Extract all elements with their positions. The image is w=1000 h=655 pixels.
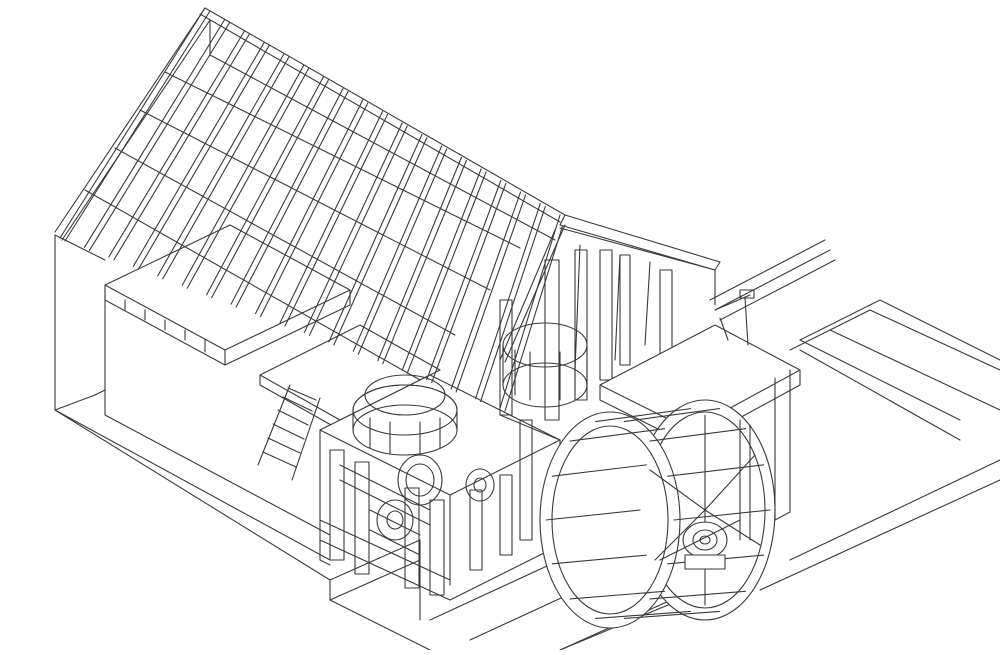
rafter: [480, 205, 546, 403]
rafter: [211, 79, 329, 299]
rafter: [431, 182, 507, 384]
rafter: [475, 202, 541, 400]
rafter: [64, 10, 211, 242]
wheel-bucket: [673, 509, 771, 521]
rafter: [88, 21, 231, 251]
sluice-gate-lever: [714, 289, 755, 346]
wheel-bucket: [649, 590, 747, 600]
wheel-spokes: [649, 414, 761, 606]
rafter: [406, 171, 487, 374]
rafter: [255, 99, 364, 315]
rafter: [83, 18, 226, 248]
rafter: [308, 125, 408, 336]
rafter: [333, 136, 428, 346]
rafter: [357, 148, 448, 355]
wheel-pit-wall: [739, 369, 791, 541]
rafter: [186, 67, 310, 289]
wheel-bucket: [667, 464, 765, 477]
rafter: [235, 90, 349, 308]
wheel-bucket: [569, 428, 666, 442]
millstone-tun-front: [352, 374, 458, 456]
rafter: [260, 102, 369, 318]
mill-building-walls: [54, 234, 431, 651]
rafter: [426, 179, 502, 381]
rafter: [382, 159, 467, 365]
rafter: [113, 33, 250, 261]
wheel-bucket: [551, 554, 647, 565]
wheel-bucket: [545, 509, 641, 521]
wheel-axle-hub: [659, 519, 741, 570]
millstone-tun-rear: [502, 249, 588, 421]
rafter: [377, 156, 462, 362]
roof-rafters: [59, 7, 566, 412]
rafter: [284, 113, 389, 327]
rafter: [279, 110, 384, 324]
wheel-bucket: [569, 590, 666, 600]
rafter: [455, 194, 527, 393]
roof-rafter-framing: [54, 7, 566, 381]
rafter: [206, 76, 324, 296]
frame-posts: [499, 249, 673, 441]
rafter: [450, 191, 522, 390]
rafter: [108, 30, 245, 258]
wheel-bucket: [595, 408, 692, 423]
rafter: [352, 145, 443, 352]
wheel-bucket: [551, 464, 647, 477]
gable-end-roof: [499, 214, 721, 371]
wheel-bucket: [623, 610, 721, 620]
rafter: [181, 64, 305, 286]
rafter: [162, 56, 290, 280]
wheel-bucket: [595, 610, 692, 620]
wheel-bucket: [649, 428, 747, 442]
wheel-bucket: [623, 408, 721, 423]
gear-wheels: [369, 454, 495, 556]
ladder: [257, 384, 321, 481]
rafter: [230, 87, 344, 305]
wooden-flume: [599, 239, 836, 456]
rafter: [59, 7, 206, 239]
rafter: [499, 214, 561, 409]
tailrace-channel: [429, 299, 1000, 651]
rafter: [157, 53, 285, 277]
rafter: [132, 41, 265, 267]
rafter: [504, 217, 566, 412]
rafter: [303, 122, 403, 333]
rafter: [137, 44, 270, 270]
rafter: [328, 133, 423, 343]
rafter: [401, 168, 482, 371]
